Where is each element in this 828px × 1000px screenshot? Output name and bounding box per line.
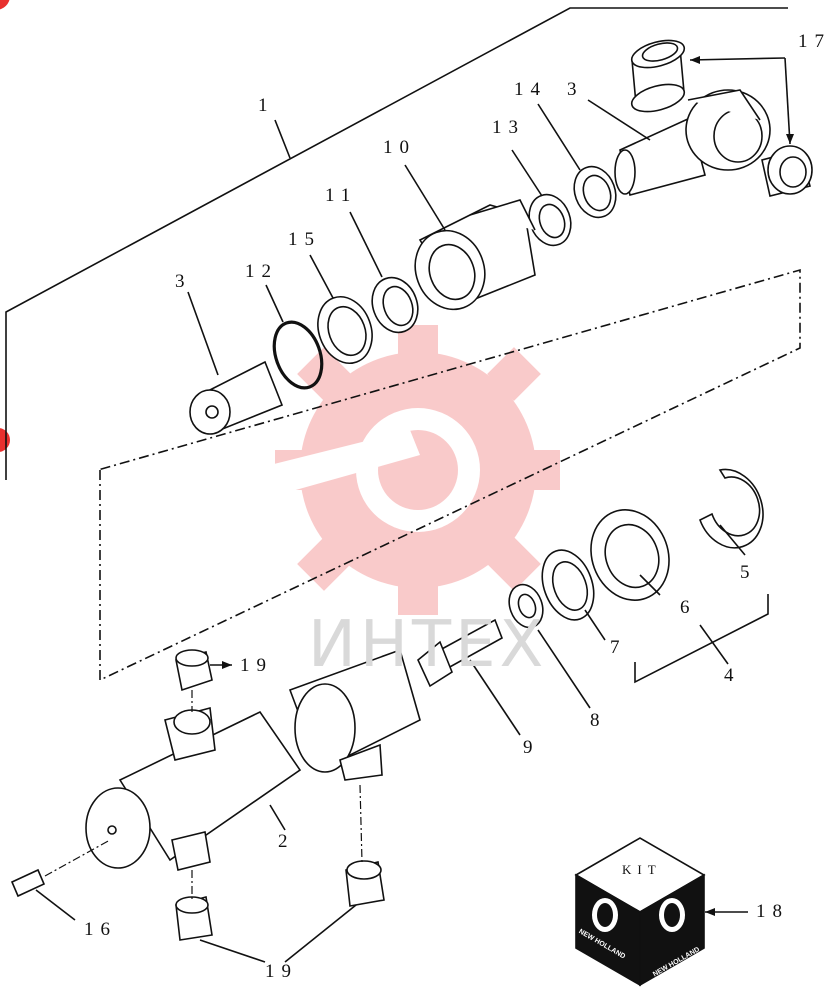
callout-6: 6 <box>680 597 697 618</box>
watermark-text: ИНТЕХ <box>308 608 548 682</box>
callout-8: 8 <box>590 710 607 731</box>
callout-3-left: 3 <box>175 271 192 292</box>
kit-label: KIT <box>622 862 662 877</box>
callout-4: 4 <box>724 665 741 686</box>
part-3-pin-left <box>189 360 284 435</box>
callout-15: 15 <box>288 229 321 250</box>
leader-1 <box>274 119 291 159</box>
part-12-oring <box>272 320 324 390</box>
part-17-bushing-right <box>761 145 813 197</box>
callout-11: 11 <box>325 185 358 206</box>
callout-13: 13 <box>492 117 525 138</box>
callout-14: 14 <box>514 79 547 100</box>
callout-16: 16 <box>84 919 117 940</box>
part-16-grease-fitting <box>10 868 46 898</box>
callout-1: 1 <box>258 95 275 116</box>
part-10-gland <box>414 199 536 311</box>
callout-19-top: 19 <box>240 655 273 676</box>
leader-lines <box>35 57 791 963</box>
callout-7: 7 <box>610 637 627 658</box>
part-2-cylinder-body <box>85 648 421 871</box>
corner-badge-lower <box>0 428 10 452</box>
callout-5: 5 <box>740 562 757 583</box>
watermark-gear-icon <box>250 325 560 615</box>
part-9-bolt <box>417 618 503 688</box>
part-5-split-ring <box>698 468 764 549</box>
callout-3-top: 3 <box>567 79 584 100</box>
part-17-bushing-top <box>630 39 686 113</box>
dashed-box <box>97 268 801 682</box>
corner-badge <box>0 0 10 10</box>
callout-2: 2 <box>278 831 295 852</box>
callout-18: 18 <box>756 901 789 922</box>
part-4-bracket <box>634 594 769 684</box>
part-19-plug-top <box>175 649 213 692</box>
part-19-plug-bottom-left <box>175 895 213 941</box>
callout-19-bottom: 19 <box>265 961 298 982</box>
callout-12: 12 <box>245 261 278 282</box>
callout-17: 17 <box>798 31 828 52</box>
leader-line-1 <box>5 7 788 480</box>
callout-9: 9 <box>523 737 540 758</box>
part-3-pin-top <box>614 89 771 196</box>
part-14-ring <box>573 165 617 219</box>
callout-10: 10 <box>383 137 416 158</box>
part-19-plug-bottom-right <box>345 860 385 907</box>
